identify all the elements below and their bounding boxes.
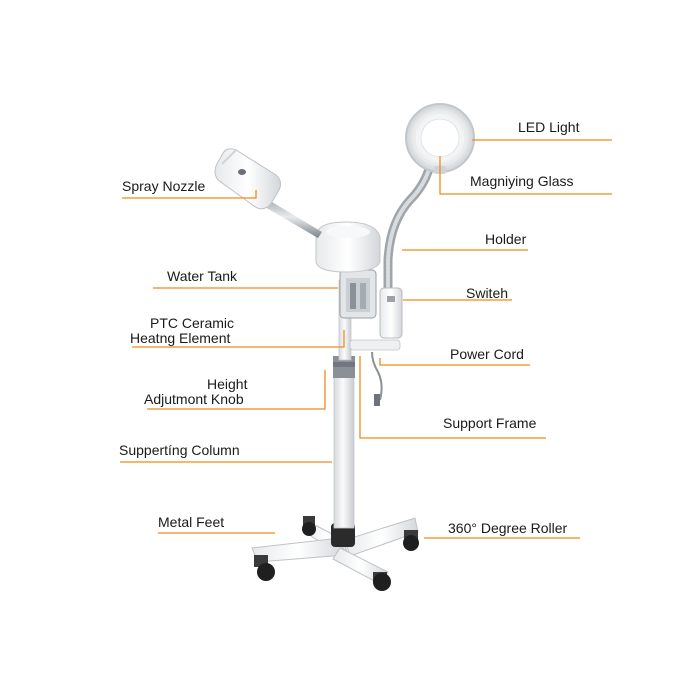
water-tank <box>339 269 377 319</box>
label-ptc-line2: Heatng Element <box>130 330 231 346</box>
label-water-tank: Water Tank <box>167 268 238 284</box>
label-roller: 360° Degree Roller <box>448 520 568 536</box>
leader-power-cord <box>379 358 530 366</box>
spray-nozzle <box>214 148 322 238</box>
label-magnifying-glass: Magniying Glass <box>470 173 574 189</box>
caster-wheel-icon <box>254 516 419 591</box>
label-power-cord: Power Cord <box>450 346 524 362</box>
leader-support-frame <box>359 356 546 439</box>
switch <box>379 287 403 339</box>
label-spray-nozzle: Spray Nozzle <box>122 178 206 194</box>
label-height-line1: Height <box>207 376 248 392</box>
leader-spray-nozzle <box>122 190 257 199</box>
leader-ptc <box>132 330 345 348</box>
metal-feet <box>251 517 419 585</box>
leader-magnifying-glass <box>439 156 612 195</box>
label-height-line2: Adjutmont Knob <box>144 391 244 407</box>
label-holder: Holder <box>485 231 527 247</box>
magnifying-lamp-icon <box>405 103 475 174</box>
support-frame <box>349 339 401 406</box>
label-led-light: LED Light <box>518 119 580 135</box>
label-switch: Switeh <box>466 285 509 301</box>
leader-height-knob <box>147 370 326 410</box>
label-ptc-line1: PTC Ceramic <box>150 315 235 331</box>
label-support-frame: Support Frame <box>443 415 537 431</box>
label-metal-feet: Metal Feet <box>158 514 225 530</box>
steamer-head <box>315 221 381 273</box>
label-supporting-column: Suppertíng Column <box>119 442 240 458</box>
